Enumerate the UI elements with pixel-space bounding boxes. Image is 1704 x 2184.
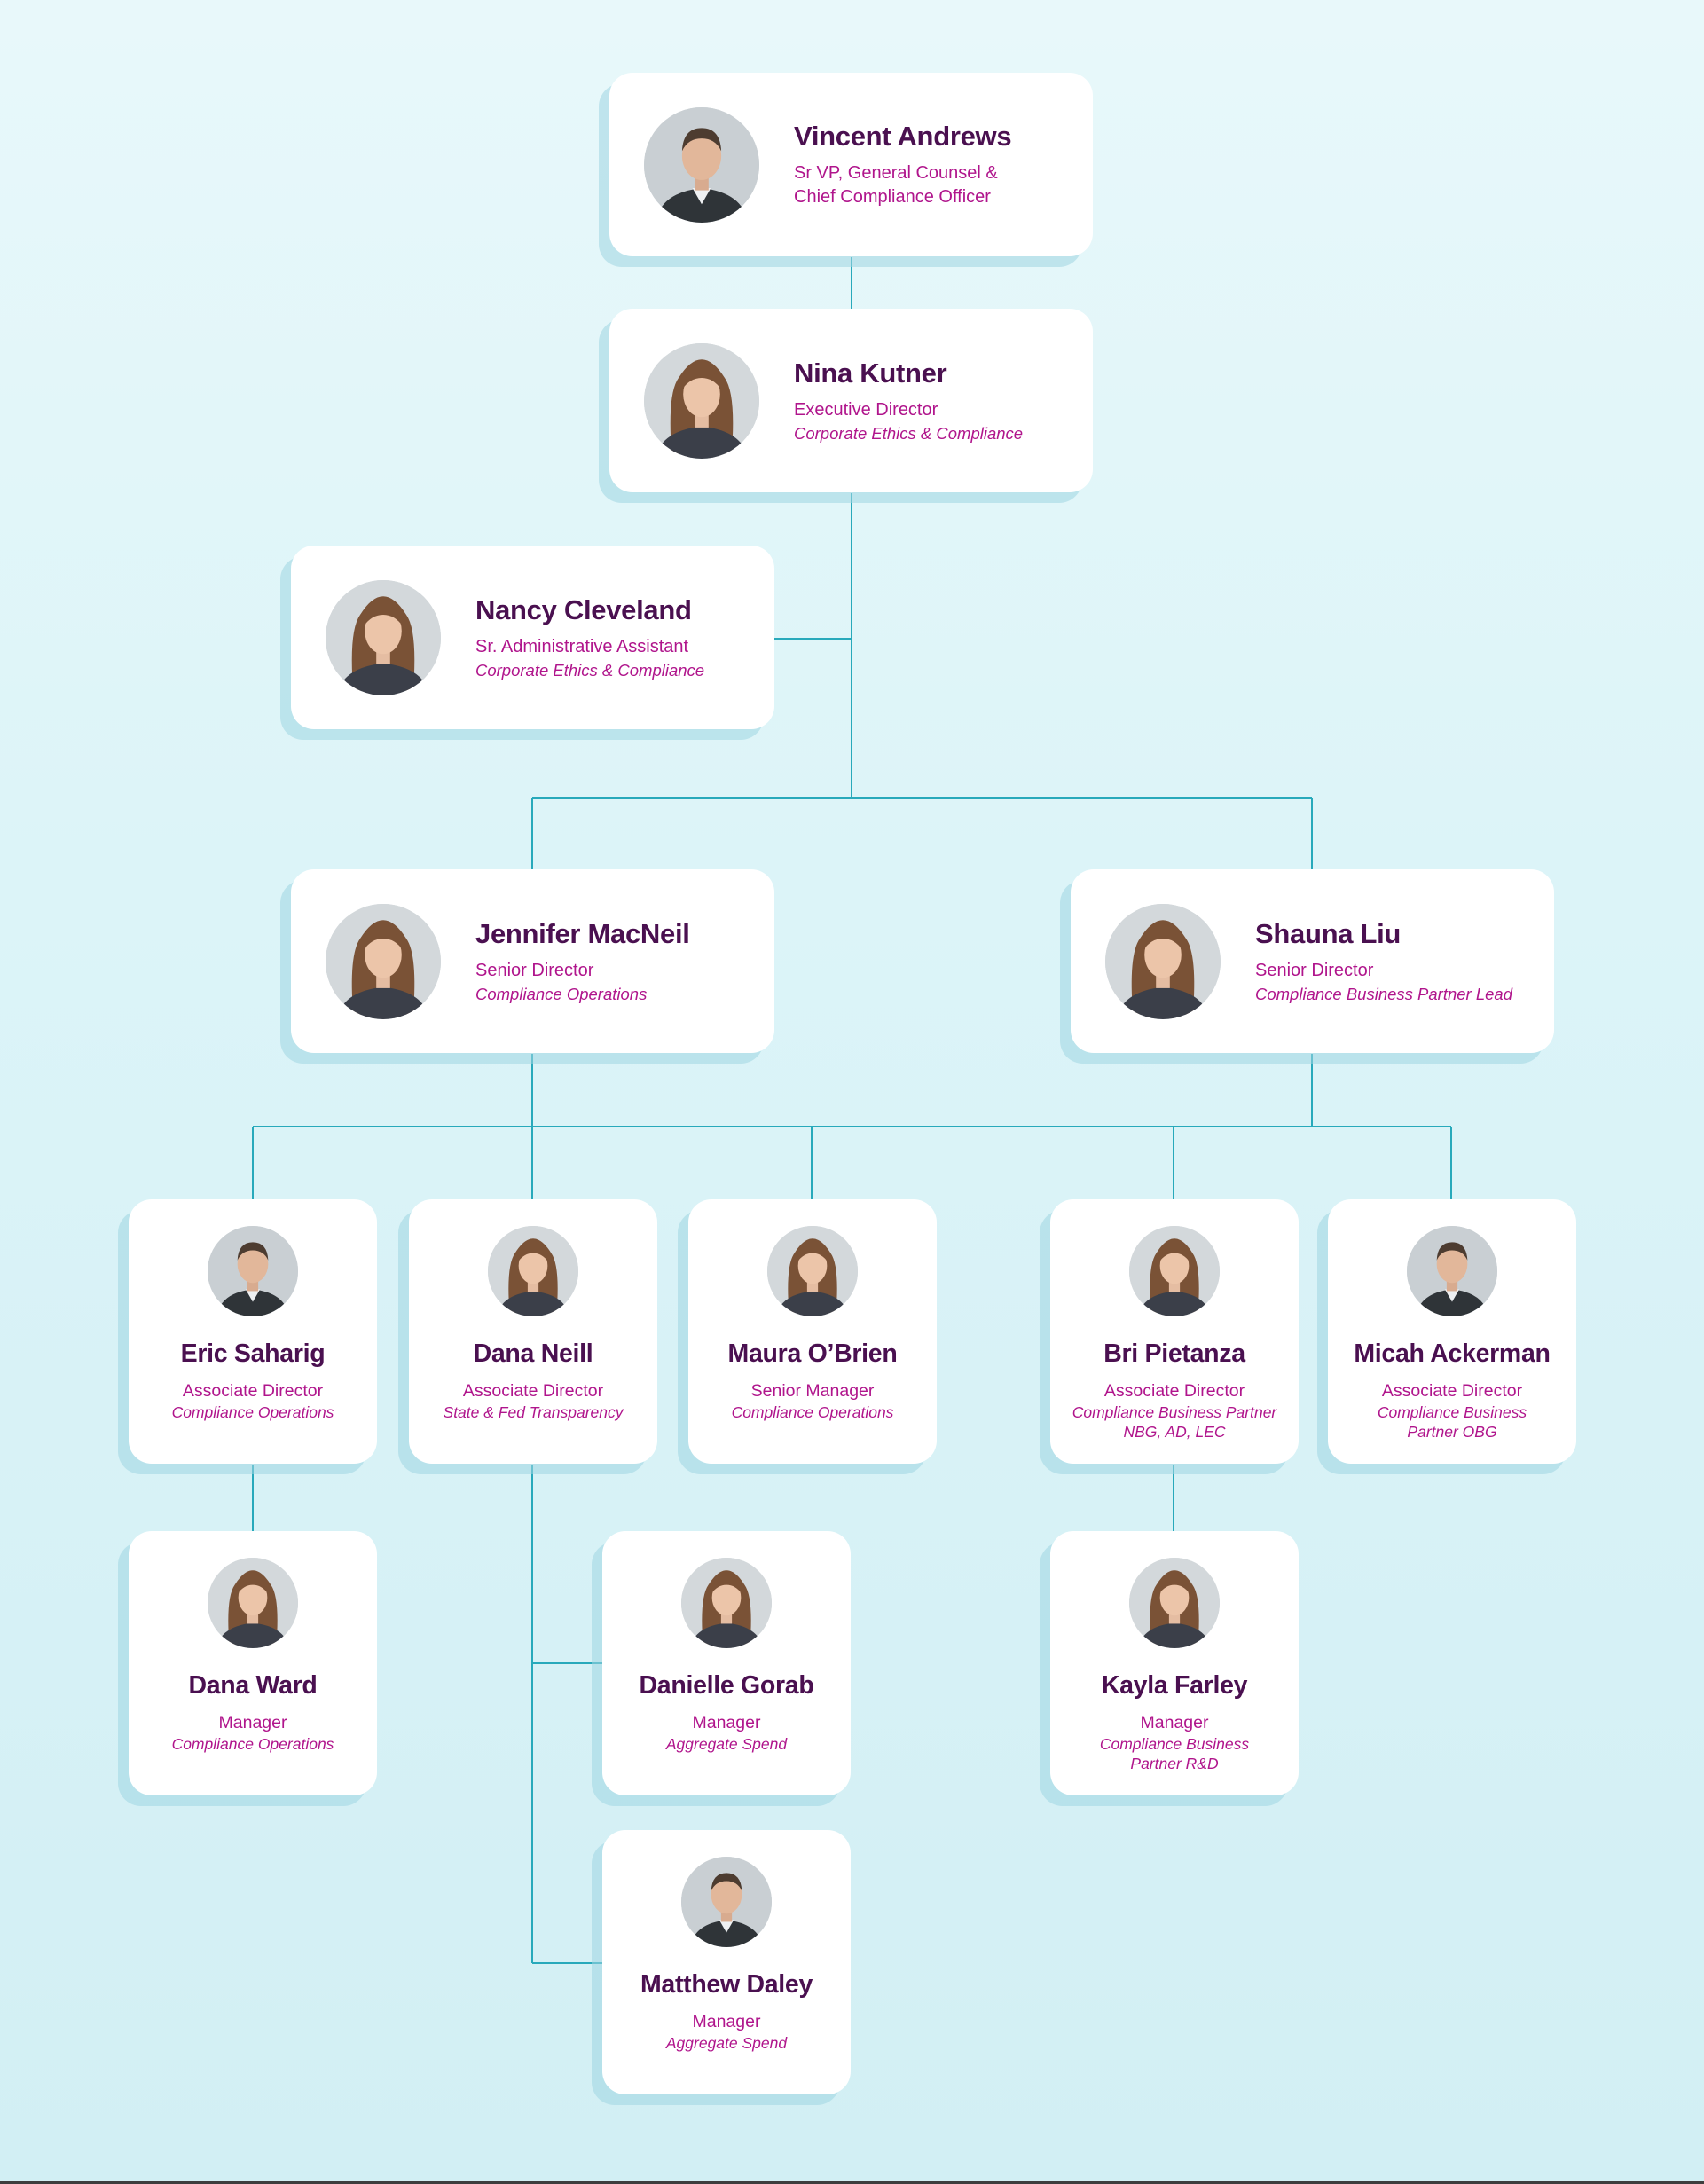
org-card-micah-ackerman: Micah Ackerman Associate Director Compli… <box>1328 1199 1576 1464</box>
person-department: Compliance Business Partner OBG <box>1377 1403 1527 1441</box>
person-name: Dana Ward <box>188 1671 318 1700</box>
person-title: Sr VP, General Counsel & Chief Complianc… <box>794 162 998 207</box>
person-department: Compliance Business Partner Lead <box>1255 984 1512 1003</box>
person-name: Danielle Gorab <box>639 1671 814 1700</box>
person-name: Kayla Farley <box>1101 1671 1248 1700</box>
org-card-dana-neill: Dana Neill Associate Director State & Fe… <box>409 1199 657 1464</box>
org-card-kayla-farley: Kayla Farley Manager Compliance Business… <box>1050 1531 1299 1795</box>
woman-portrait-icon <box>326 904 441 1019</box>
org-card-nina-kutner: Nina Kutner Executive Director Corporate… <box>609 309 1093 492</box>
woman-portrait-icon <box>1129 1226 1220 1316</box>
woman-portrait-icon <box>488 1226 578 1316</box>
woman-portrait-icon <box>1129 1558 1220 1648</box>
person-department: Compliance Operations <box>171 1403 334 1421</box>
org-card-danielle-gorab: Danielle Gorab Manager Aggregate Spend <box>602 1531 851 1795</box>
person-title: Senior Manager <box>750 1381 875 1401</box>
person-title: Senior Director <box>1255 960 1374 980</box>
person-name: Shauna Liu <box>1255 917 1402 949</box>
woman-portrait-icon <box>208 1558 298 1648</box>
person-department: Compliance Operations <box>475 984 648 1003</box>
person-title: Manager <box>692 1713 761 1732</box>
org-card-shauna-liu: Shauna Liu Senior Director Compliance Bu… <box>1071 869 1554 1053</box>
woman-portrait-icon <box>681 1558 772 1648</box>
person-name: Dana Neill <box>473 1339 593 1368</box>
man-portrait-icon <box>681 1857 772 1947</box>
org-card-nancy-cleveland: Nancy Cleveland Sr. Administrative Assis… <box>291 546 774 729</box>
person-department: Corporate Ethics & Compliance <box>475 660 705 680</box>
person-title: Senior Director <box>475 960 594 980</box>
org-card-eric-saharig: Eric Saharig Associate Director Complian… <box>129 1199 377 1464</box>
person-title: Manager <box>692 2012 761 2031</box>
person-name: Maura O’Brien <box>727 1339 898 1368</box>
woman-portrait-icon <box>1105 904 1221 1019</box>
person-name: Vincent Andrews <box>794 120 1012 152</box>
bottom-border <box>0 2181 1704 2184</box>
woman-portrait-icon <box>326 580 441 695</box>
org-card-maura-obrien: Maura O’Brien Senior Manager Compliance … <box>688 1199 937 1464</box>
person-title: Manager <box>1140 1713 1209 1732</box>
person-name: Nancy Cleveland <box>475 593 692 625</box>
person-department: Compliance Business Partner R&D <box>1099 1735 1250 1772</box>
person-name: Jennifer MacNeil <box>475 917 690 949</box>
woman-portrait-icon <box>644 343 759 459</box>
person-department: Aggregate Spend <box>665 2034 788 2052</box>
person-department: Aggregate Spend <box>665 1735 788 1753</box>
person-title: Associate Director <box>182 1381 324 1401</box>
org-card-dana-ward: Dana Ward Manager Compliance Operations <box>129 1531 377 1795</box>
person-name: Nina Kutner <box>794 357 947 389</box>
person-title: Associate Director <box>462 1381 604 1401</box>
person-department: Compliance Operations <box>171 1735 334 1753</box>
person-name: Micah Ackerman <box>1354 1339 1551 1368</box>
man-portrait-icon <box>208 1226 298 1316</box>
person-name: Eric Saharig <box>180 1339 326 1368</box>
person-name: Bri Pietanza <box>1103 1339 1245 1368</box>
man-portrait-icon <box>644 107 759 223</box>
person-title: Manager <box>218 1713 287 1732</box>
man-portrait-icon <box>1407 1226 1497 1316</box>
org-card-matthew-daley: Matthew Daley Manager Aggregate Spend <box>602 1830 851 2094</box>
person-department: Corporate Ethics & Compliance <box>794 423 1024 443</box>
person-name: Matthew Daley <box>640 1970 813 1999</box>
person-title: Associate Director <box>1381 1381 1523 1401</box>
person-department: State & Fed Transparency <box>443 1403 624 1421</box>
org-card-jennifer-macneil: Jennifer MacNeil Senior Director Complia… <box>291 869 774 1053</box>
person-title: Sr. Administrative Assistant <box>475 636 689 656</box>
person-department: Compliance Business Partner NBG, AD, LEC <box>1072 1403 1277 1441</box>
woman-portrait-icon <box>767 1226 858 1316</box>
person-department: Compliance Operations <box>731 1403 894 1421</box>
person-title: Executive Director <box>794 399 938 420</box>
org-card-bri-pietanza: Bri Pietanza Associate Director Complian… <box>1050 1199 1299 1464</box>
org-card-vincent-andrews: Vincent Andrews Sr VP, General Counsel &… <box>609 73 1093 256</box>
person-title: Associate Director <box>1103 1381 1245 1401</box>
